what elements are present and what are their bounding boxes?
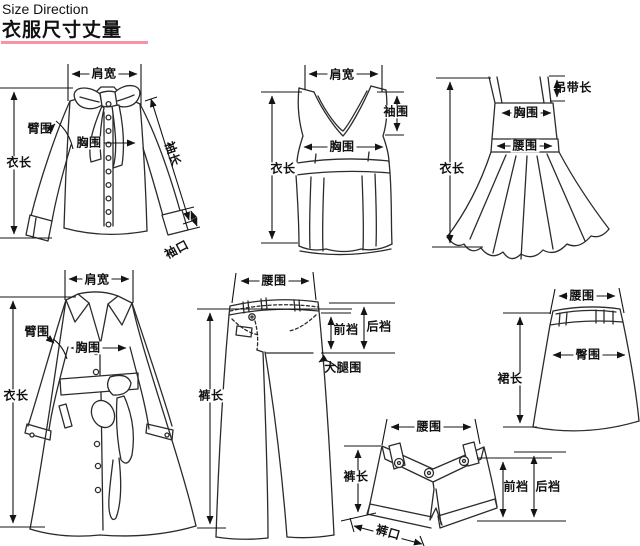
- blouse-dimensions: [0, 64, 201, 239]
- shorts-pants-length-label: 裤长: [341, 469, 371, 484]
- jeans-front-rise-label: 前裆: [333, 322, 359, 337]
- dress-waist-label: 腰围: [510, 138, 540, 153]
- jeans-dimensions: [197, 271, 395, 529]
- blouse-buttons: [105, 100, 112, 228]
- page-title-en: Size Direction: [2, 1, 89, 17]
- vest-shoulder-width-label: 肩宽: [327, 67, 357, 82]
- coat-arm-circumference-label: 臂围: [24, 324, 50, 339]
- vest-armhole-label: 袖围: [381, 104, 411, 119]
- coat-illustration: [24, 291, 197, 537]
- bow: [73, 87, 103, 110]
- dress-bust-label: 胸围: [511, 105, 541, 120]
- vest-dimensions: [261, 65, 404, 244]
- vest-illustration: [295, 85, 393, 256]
- jeans-illustration: [215, 297, 335, 540]
- jeans-waist-label: 腰围: [259, 273, 289, 288]
- vest-bust-label: 胸围: [327, 139, 357, 154]
- blouse-illustration: [25, 84, 189, 242]
- skirt-waist-label: 腰围: [567, 288, 597, 303]
- shorts-front-rise-label: 前裆: [503, 479, 529, 494]
- skirt-hip-label: 臀围: [573, 347, 603, 362]
- vest-garment-length-label: 衣长: [268, 161, 298, 176]
- shorts-dimensions: [340, 418, 566, 546]
- coat-belt-knot: [106, 374, 132, 396]
- blouse-arm-circumference-label: 臂围: [27, 121, 53, 136]
- jeans-thigh-label: 大腿围: [324, 360, 362, 375]
- blouse-bust-label: 胸围: [74, 135, 104, 150]
- skirt-length-label: 裙长: [495, 371, 525, 386]
- dress-strap-length-label: 吊带长: [554, 80, 592, 95]
- blouse-garment-length-label: 衣长: [4, 155, 34, 170]
- jeans-back-rise-label: 后裆: [366, 319, 392, 334]
- shorts-waist-label: 腰围: [414, 419, 444, 434]
- title-underline: [1, 41, 148, 44]
- dress-garment-length-label: 衣长: [437, 161, 467, 176]
- blouse-shoulder-width-label: 肩宽: [89, 66, 119, 81]
- coat-bust-label: 胸围: [73, 340, 103, 355]
- shorts-illustration: [366, 441, 498, 529]
- page-title-zh: 衣服尺寸丈量: [2, 20, 123, 41]
- dress-illustration: [446, 76, 610, 260]
- shorts-back-rise-label: 后裆: [535, 479, 561, 494]
- coat-garment-length-label: 衣长: [1, 388, 31, 403]
- jeans-pants-length-label: 裤长: [196, 388, 226, 403]
- skirt-illustration: [532, 306, 640, 432]
- coat-shoulder-width-label: 肩宽: [82, 272, 112, 287]
